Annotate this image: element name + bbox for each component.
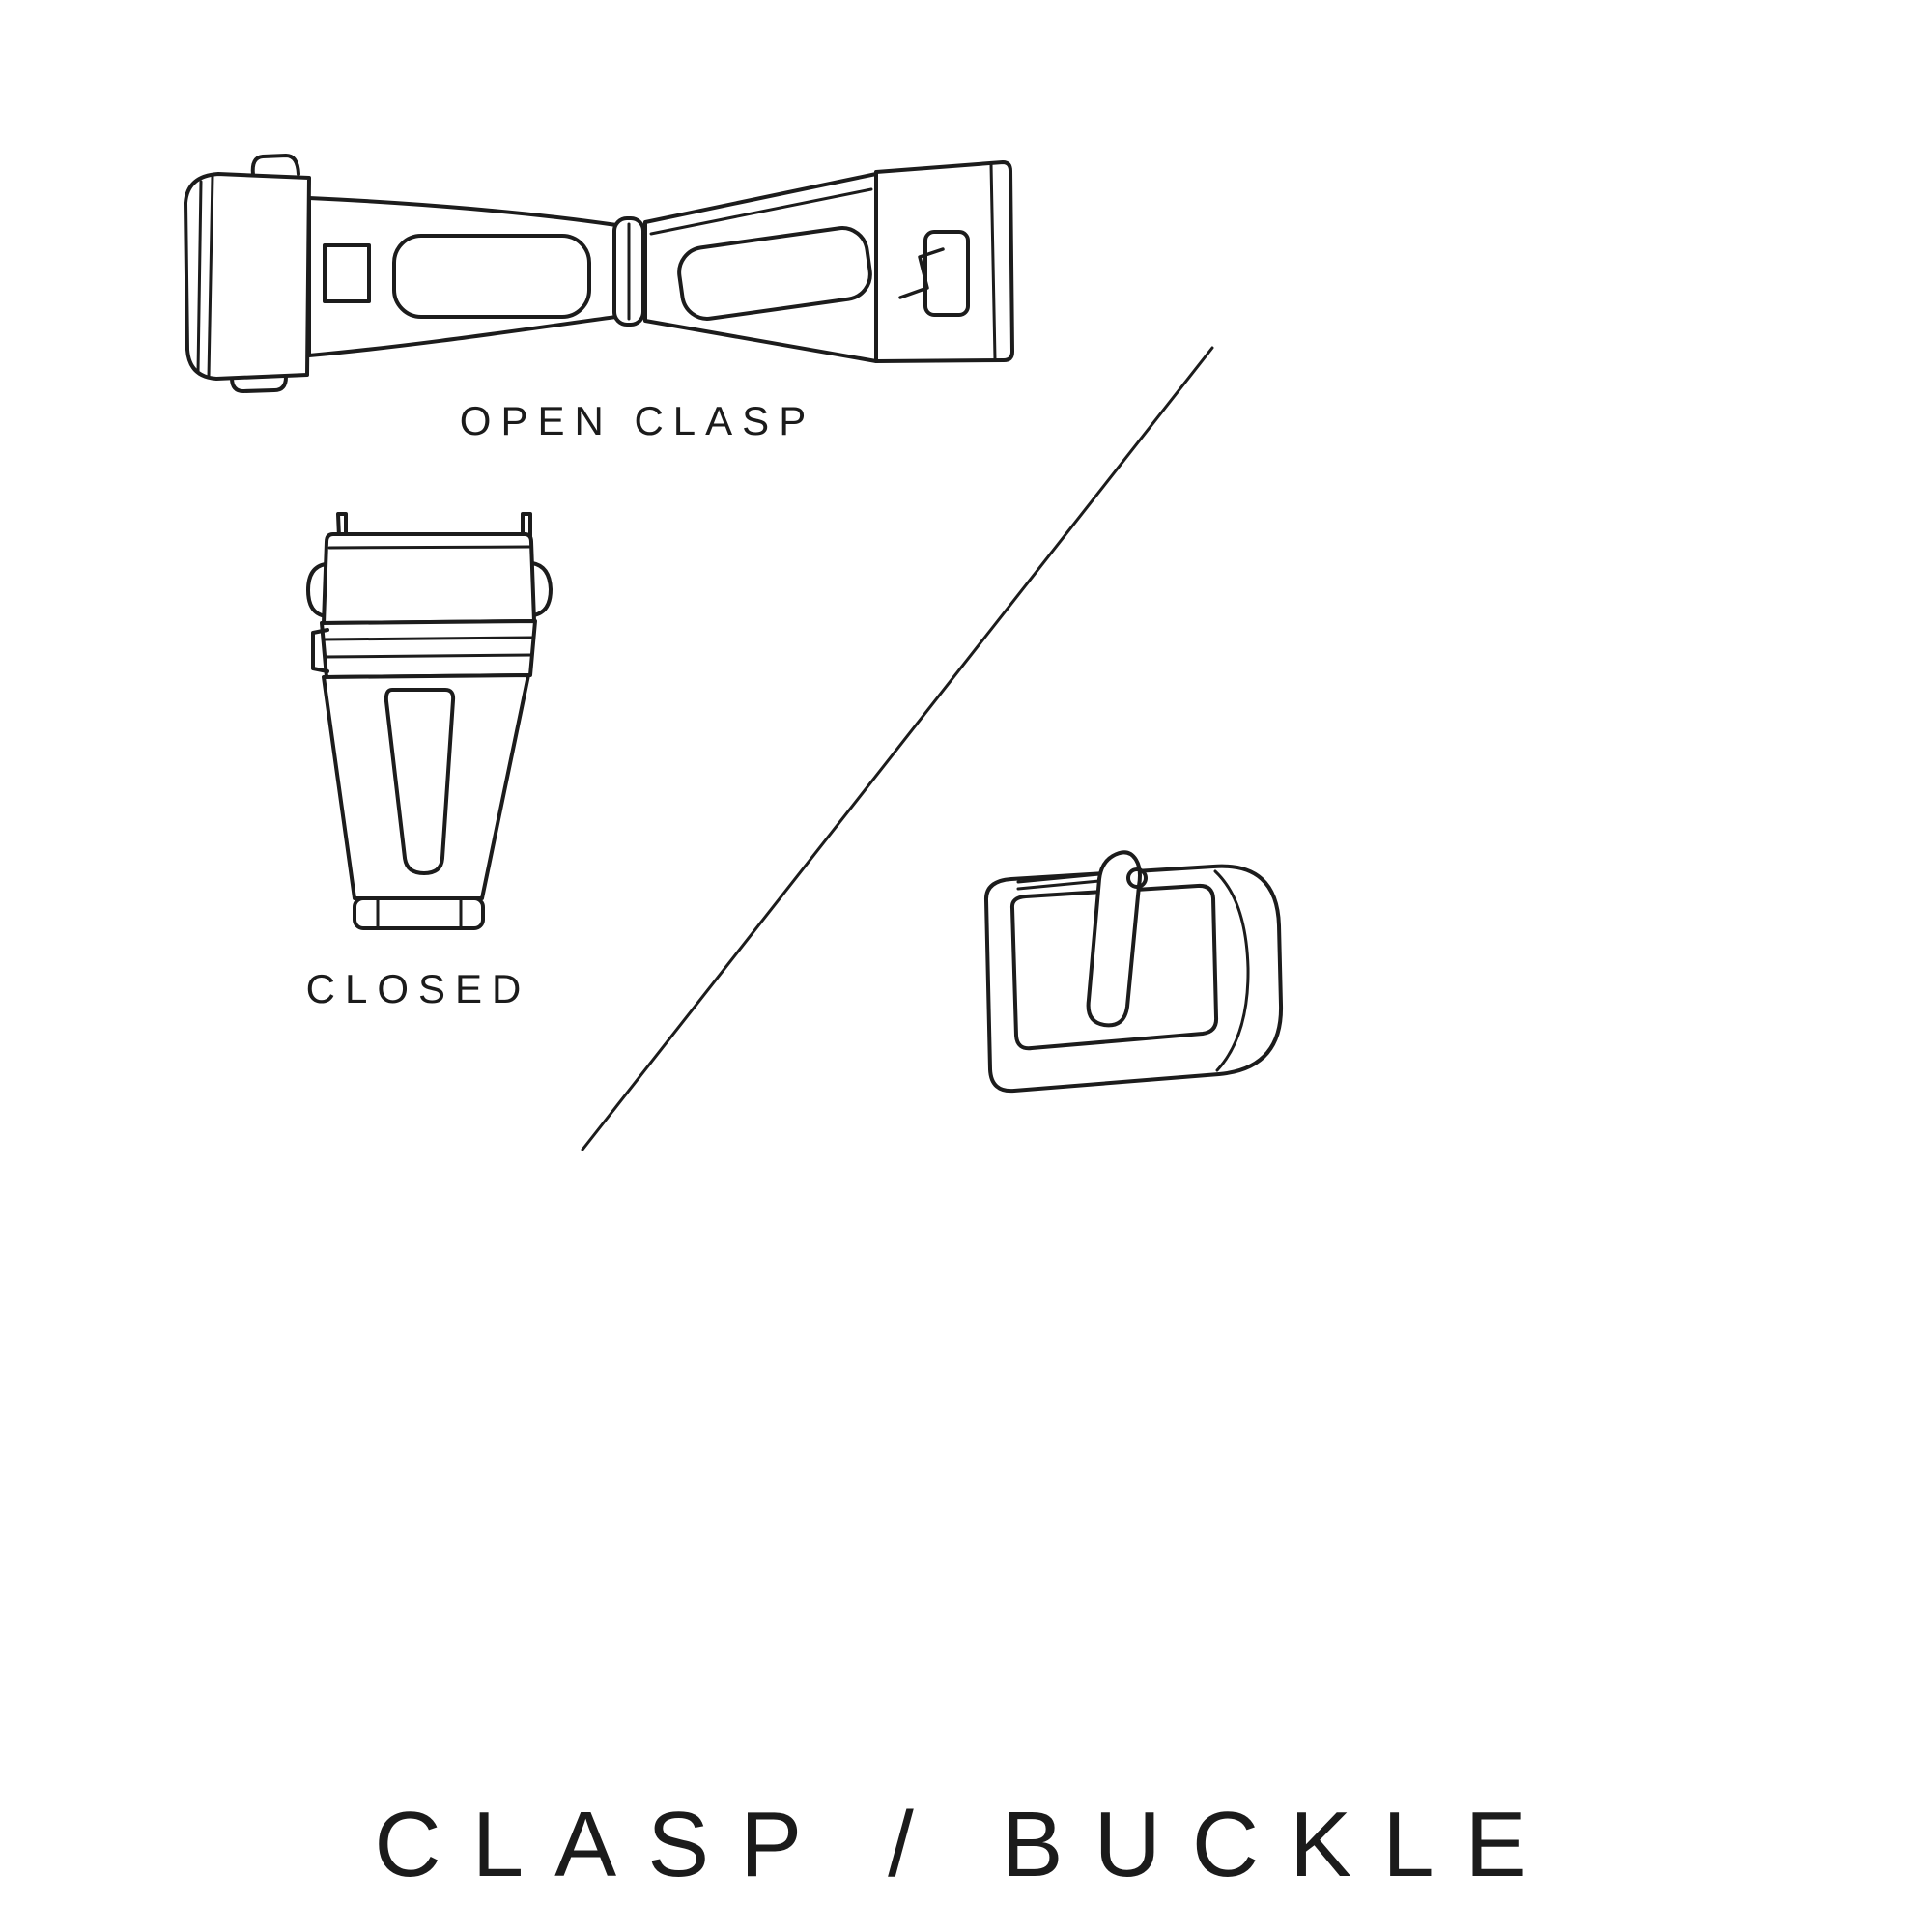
diagonal-separator bbox=[575, 340, 1222, 1156]
open-clasp-label: OPEN CLASP bbox=[459, 398, 816, 443]
buckle-figure bbox=[956, 842, 1290, 1118]
diagonal-line-icon bbox=[581, 346, 1214, 1151]
closed-clasp-label: CLOSED bbox=[305, 966, 531, 1011]
page-title: CLASP / BUCKLE bbox=[374, 1793, 1558, 1896]
open-clasp-figure bbox=[164, 143, 1024, 394]
closed-clasp-icon bbox=[306, 512, 553, 930]
buckle-icon bbox=[983, 850, 1284, 1094]
closed-clasp-figure bbox=[295, 504, 555, 944]
open-clasp-icon bbox=[184, 154, 1014, 393]
